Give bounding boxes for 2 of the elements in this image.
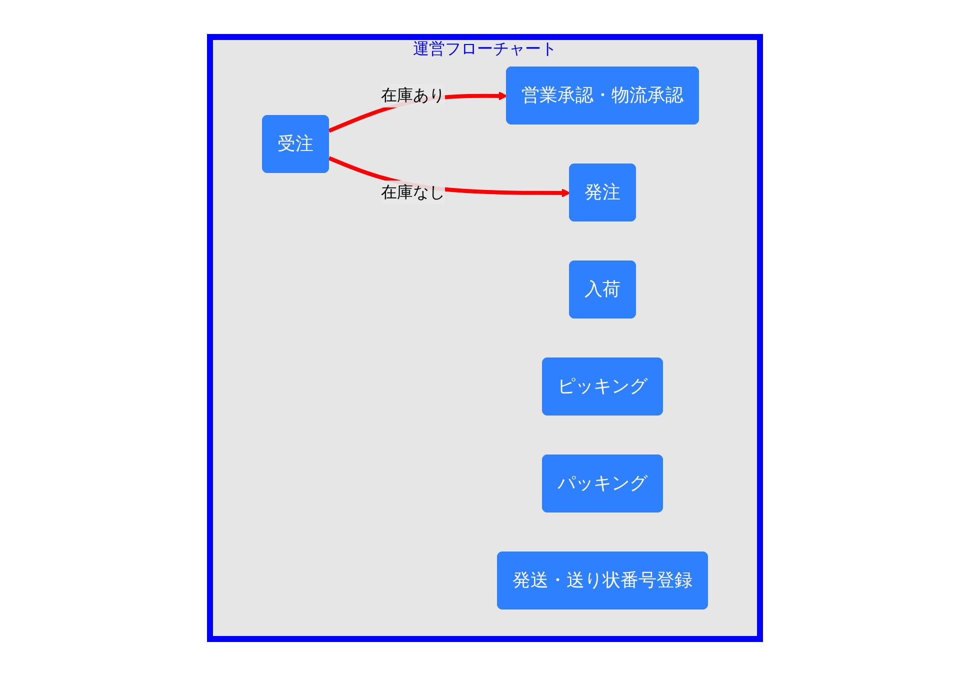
- edge-label: 在庫あり: [381, 85, 445, 104]
- edge-label: 在庫なし: [381, 182, 445, 201]
